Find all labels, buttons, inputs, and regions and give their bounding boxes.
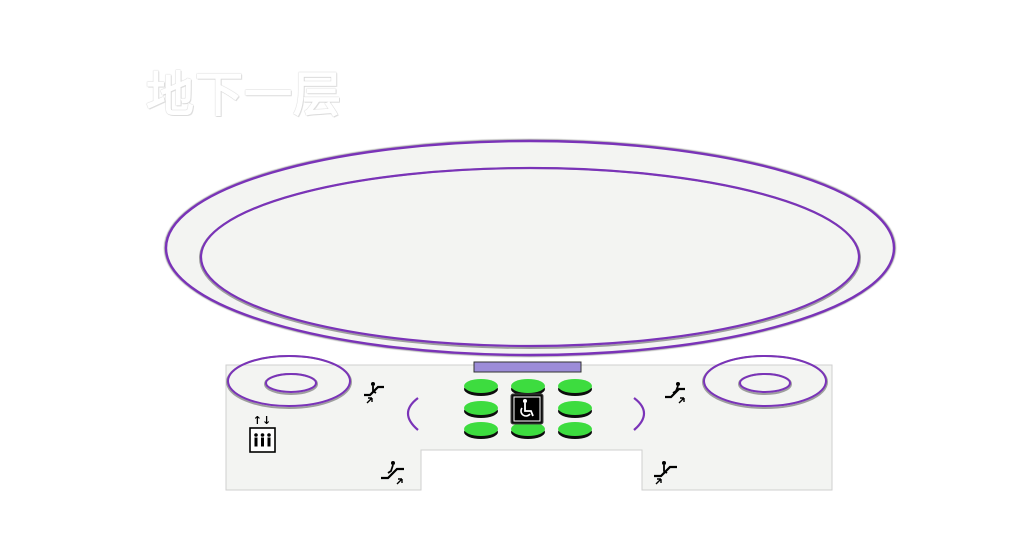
wheelchair-accessible-icon[interactable] <box>510 393 544 425</box>
escalator-down-icon[interactable] <box>364 382 384 404</box>
elevator-icon[interactable]: ↑↓ <box>249 414 276 453</box>
left-stair-arc <box>406 397 419 431</box>
escalator-down-icon[interactable] <box>654 461 677 485</box>
pillar-grid <box>464 379 592 439</box>
pillar <box>464 422 498 439</box>
escalator-up-icon[interactable] <box>665 382 685 404</box>
pillar <box>464 379 498 396</box>
elevator-arrows: ↑↓ <box>253 414 271 427</box>
pillar <box>558 422 592 439</box>
left-ring-structure <box>226 355 352 409</box>
right-stair-arc <box>633 397 646 431</box>
pillar <box>558 379 592 396</box>
right-ring-structure <box>702 355 828 409</box>
pillar <box>511 379 545 396</box>
escalator-up-icon[interactable] <box>381 461 404 485</box>
floor-title: 地下一层 <box>146 67 343 123</box>
platform-bar <box>473 361 582 373</box>
pillar <box>464 401 498 418</box>
pillar <box>558 401 592 418</box>
pillar <box>511 422 545 439</box>
